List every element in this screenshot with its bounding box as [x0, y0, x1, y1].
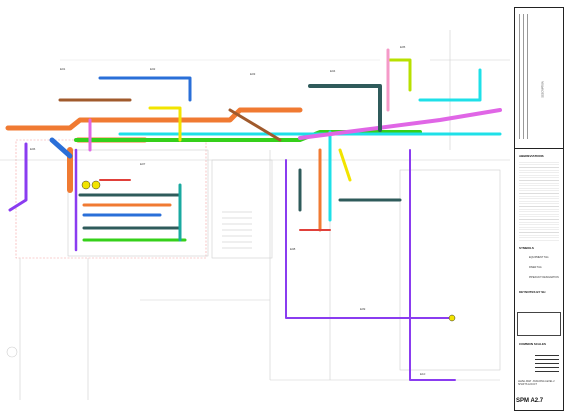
purple-duct-left — [8, 142, 28, 212]
pipe-tag: E06 — [30, 147, 36, 151]
pipe-tag: E04 — [330, 69, 336, 73]
orange-duct-main — [5, 107, 303, 131]
symbol-pipe-designation: PIPE/DUCT DESIGNATION — [529, 276, 559, 279]
title-block: DESCRIPTION ABBREVIATIONS SYMBOLS EQUIPM… — [514, 7, 564, 411]
pipe-tag: E08 — [290, 247, 296, 251]
yellow-duct — [148, 106, 182, 142]
sheet-number: SPM A2.7 — [516, 398, 544, 404]
purple-duct-long — [285, 159, 451, 319]
pipe-tag: E02 — [150, 67, 156, 71]
keynotes-title: KEYNOTES BY SH — [519, 290, 546, 294]
stair — [222, 211, 252, 249]
pipe-tag: E07 — [140, 162, 146, 166]
symbol-equipment-tag: EQUIPMENT TAG — [529, 256, 549, 259]
blue-duct-upper — [98, 76, 192, 102]
pipe-tag: E01 — [60, 67, 66, 71]
scale-bars — [535, 352, 559, 372]
purple-duct-right — [409, 149, 456, 381]
revision-block: DESCRIPTION — [515, 8, 563, 149]
valve-marker — [448, 314, 456, 322]
abbreviations-list — [519, 160, 559, 242]
architecture-walls — [0, 30, 510, 400]
cyan-duct-upper — [418, 68, 482, 102]
pipe-tag: E09 — [360, 307, 366, 311]
yellow-duct-short — [338, 148, 352, 182]
pipe-tag: E10 — [420, 372, 426, 376]
common-scales-title: COMMON SCALES — [519, 342, 546, 346]
symbols-title: SYMBOLS — [519, 246, 534, 250]
pipe-tag: E03 — [250, 72, 256, 76]
revision-label: DESCRIPTION — [541, 81, 545, 98]
valve-markers — [81, 180, 456, 322]
slate-duct-upper — [308, 84, 382, 132]
brown-duct-diag — [228, 108, 282, 142]
pipe-tag: E05 — [400, 45, 406, 49]
lime-duct — [388, 58, 412, 92]
valve-marker — [81, 180, 91, 190]
blue-duct — [49, 137, 73, 159]
drawing-title: LEVEL MAP - BUILDING LEVEL 2 SHAFTS & DU… — [518, 380, 555, 386]
symbol-riser-tag: RISER TAG — [529, 266, 542, 269]
pipe-tags: E01 E02 E03 E04 E05 E06 E07 E08 E09 E10 — [30, 45, 426, 376]
valve-marker — [91, 180, 101, 190]
key-plan — [517, 312, 561, 336]
magenta-duct — [298, 108, 502, 140]
abbreviations-title: ABBREVIATIONS — [519, 154, 544, 158]
